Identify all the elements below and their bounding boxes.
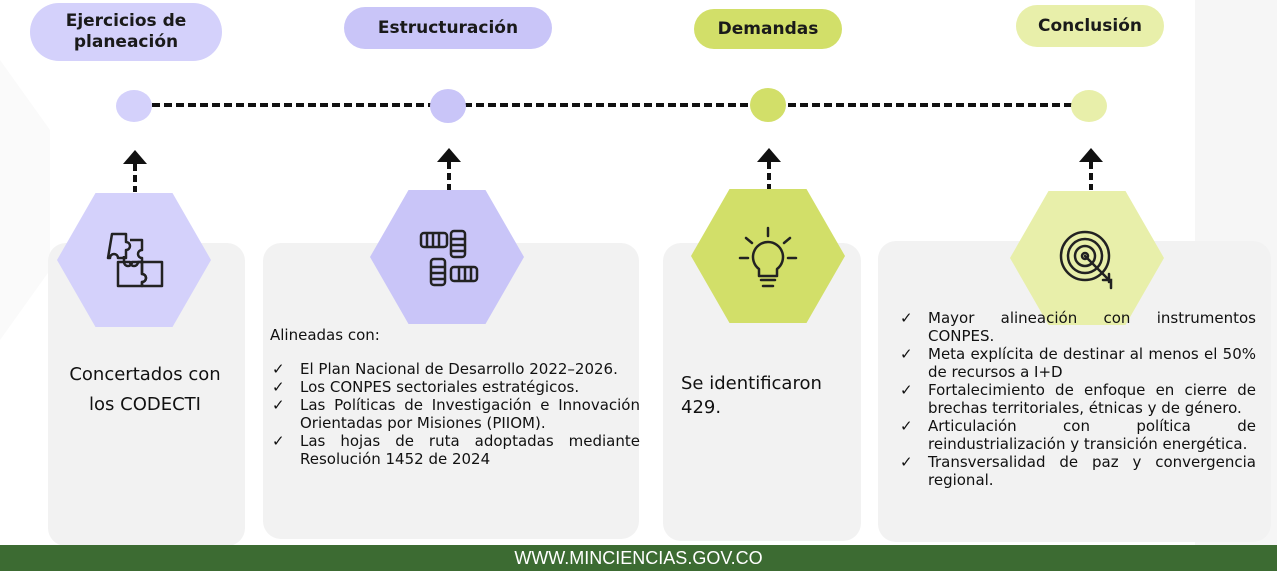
list-item: El Plan Nacional de Desarrollo 2022–2026… xyxy=(270,360,640,378)
timeline-dot-planeacion xyxy=(116,90,152,122)
hexagon-planeacion xyxy=(57,193,211,327)
list-item: Meta explícita de destinar al menos el 5… xyxy=(898,345,1256,381)
list-item: Las Políticas de Investigación e Innovac… xyxy=(270,396,640,432)
up-arrow-icon xyxy=(1079,148,1103,190)
list-item: Fortalecimiento de enfoque en cierre de … xyxy=(898,381,1256,417)
list-item: Las hojas de ruta adoptadas mediante Res… xyxy=(270,432,640,468)
puzzle-icon xyxy=(106,232,164,288)
timeline-line xyxy=(152,103,1072,107)
timeline-dot-estructuracion xyxy=(430,89,466,123)
list-item: Los CONPES sectoriales estratégicos. xyxy=(270,378,640,396)
timeline-dot-demandas xyxy=(750,88,786,122)
estructuracion-description: Alineadas con: El Plan Nacional de Desar… xyxy=(270,326,640,468)
target-icon xyxy=(1059,230,1113,290)
teamwork-hands-icon xyxy=(419,229,479,287)
up-arrow-icon xyxy=(123,150,147,192)
footer-url[interactable]: WWW.MINCIENCIAS.GOV.CO xyxy=(514,547,763,568)
list-item: Transversalidad de paz y convergencia re… xyxy=(898,453,1256,489)
demandas-description: Se identificaron 429. xyxy=(681,373,822,418)
stage-title-planeacion: Ejercicios de planeación xyxy=(30,3,222,61)
list-item: Articulación con política de reindustria… xyxy=(898,417,1256,453)
stage-title-demandas: Demandas xyxy=(694,9,842,49)
planeacion-description: Concertados con los CODECTI xyxy=(69,364,221,415)
stage-title-conclusion: Conclusión xyxy=(1016,5,1164,47)
stage-title-estructuracion: Estructuración xyxy=(344,7,552,49)
up-arrow-icon xyxy=(437,148,461,190)
estructuracion-list: El Plan Nacional de Desarrollo 2022–2026… xyxy=(270,360,640,468)
background-decoration xyxy=(0,60,50,340)
up-arrow-icon xyxy=(757,148,781,190)
hexagon-demandas xyxy=(691,189,845,323)
lightbulb-icon xyxy=(738,226,798,288)
list-item: Mayor alineación con instrumentos CONPES… xyxy=(898,309,1256,345)
conclusion-description: Mayor alineación con instrumentos CONPES… xyxy=(898,309,1256,489)
timeline-dot-conclusion xyxy=(1071,90,1107,122)
estructuracion-intro: Alineadas con: xyxy=(270,326,380,344)
footer-bar: WWW.MINCIENCIAS.GOV.CO xyxy=(0,545,1277,571)
conclusion-list: Mayor alineación con instrumentos CONPES… xyxy=(898,309,1256,489)
